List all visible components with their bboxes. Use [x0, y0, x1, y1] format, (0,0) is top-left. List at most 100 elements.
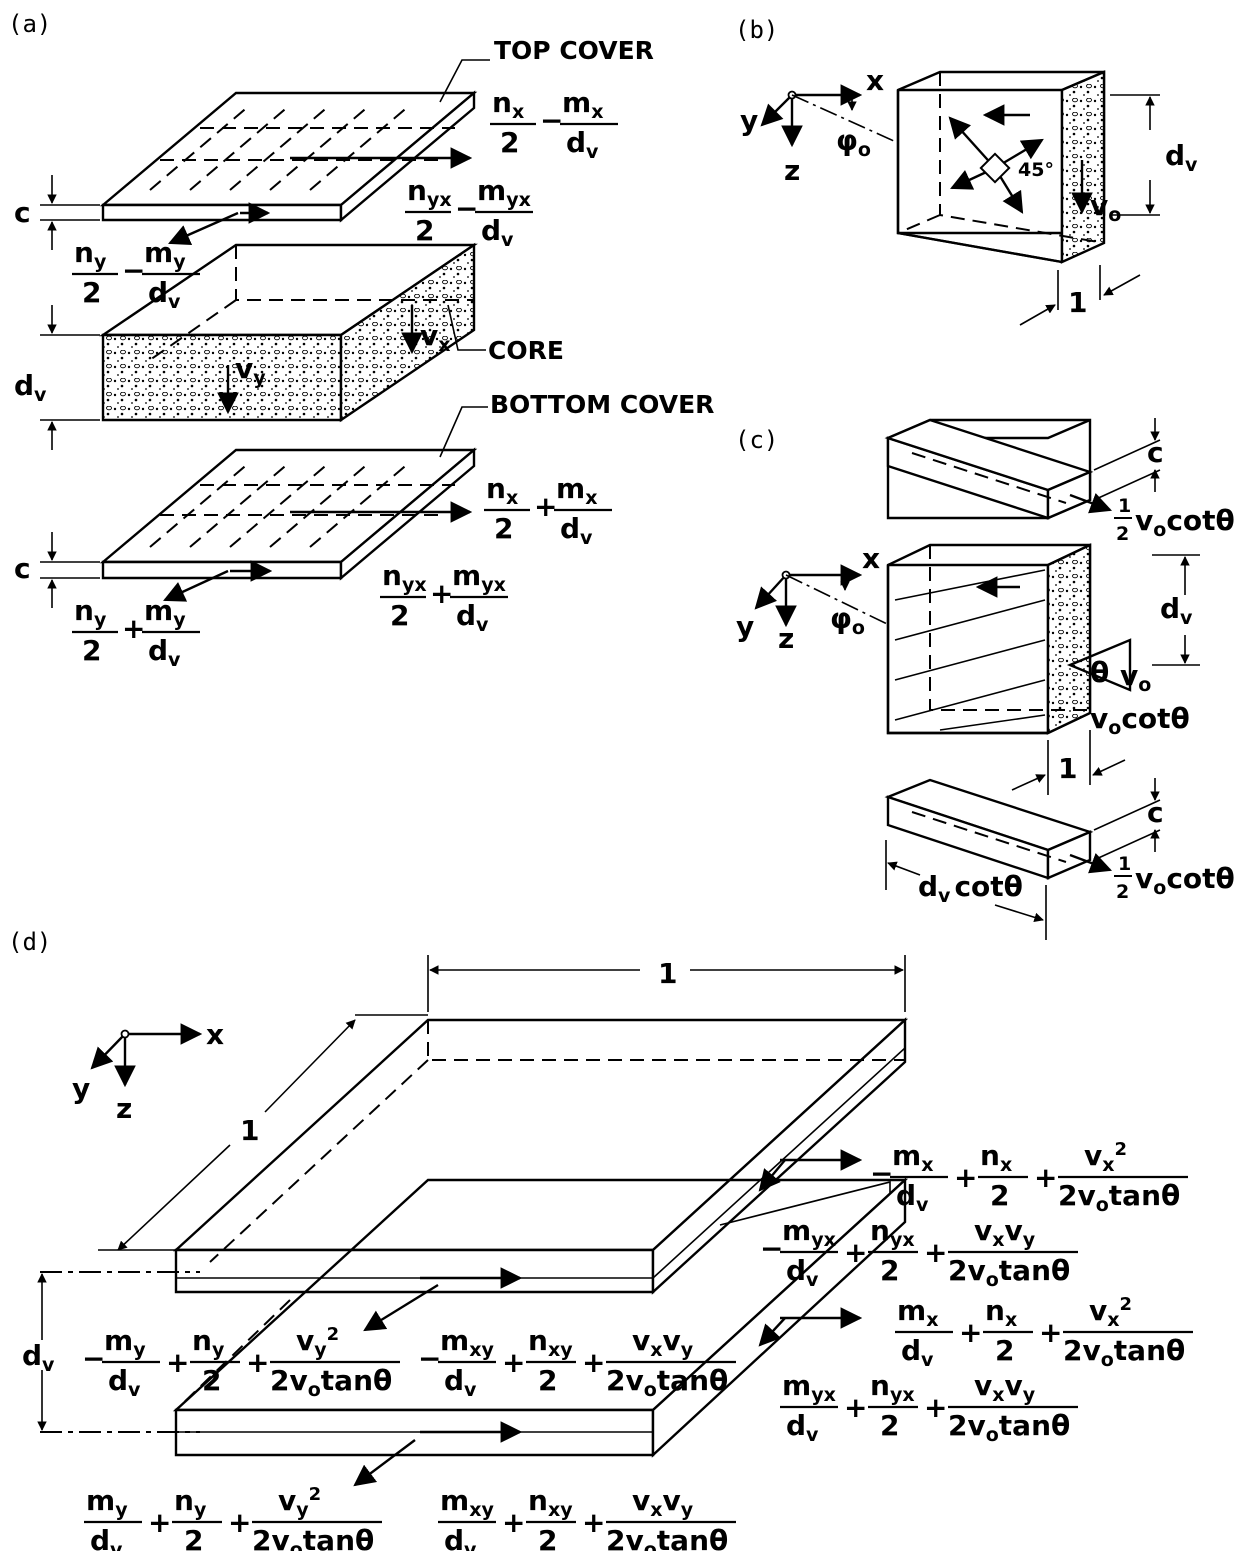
svg-text:vxvy: vxvy [974, 1214, 1036, 1251]
svg-text:+: + [582, 1346, 605, 1379]
axis-d-y: y [72, 1072, 90, 1105]
dim-d-dv: dv [22, 1339, 55, 1376]
svg-text:dv: dv [444, 1524, 477, 1551]
svg-text:nx: nx [492, 86, 524, 123]
svg-text:2votanθ: 2votanθ [252, 1524, 374, 1551]
svg-text:2: 2 [500, 126, 519, 159]
svg-text:2: 2 [880, 1409, 899, 1442]
svg-text:nx: nx [486, 472, 518, 509]
panel-c-bottom-cover [884, 778, 1161, 940]
axis-b-y: y [740, 104, 758, 137]
svg-text:+: + [582, 1506, 605, 1539]
label-c-phi: φo [830, 602, 865, 639]
eq-c-bot-force: 1 2 vocotθ [1114, 853, 1235, 903]
svg-text:dv: dv [90, 1524, 123, 1551]
eq-c-top-force: 1 2 vocotθ [1114, 495, 1235, 545]
svg-text:2: 2 [184, 1524, 203, 1551]
svg-text:2: 2 [1116, 881, 1129, 903]
panel-a-top-cover [99, 59, 490, 246]
svg-text:vocotθ: vocotθ [1135, 862, 1235, 899]
svg-text:2votanθ: 2votanθ [1063, 1334, 1185, 1371]
svg-text:dv: dv [456, 599, 489, 636]
svg-text:−: − [455, 192, 478, 225]
svg-text:2votanθ: 2votanθ [606, 1524, 728, 1551]
svg-text:ny: ny [74, 594, 107, 631]
panel-d-top-plate [172, 1017, 909, 1332]
svg-text:+: + [844, 1236, 867, 1269]
svg-text:dv: dv [786, 1409, 819, 1446]
svg-text:dv: dv [560, 512, 593, 549]
panel-d-axes [90, 1023, 203, 1088]
svg-text:+: + [959, 1316, 982, 1349]
svg-text:my: my [144, 594, 186, 631]
axis-d-z: z [116, 1092, 132, 1125]
label-c-vocot: vocotθ [1090, 702, 1190, 739]
svg-text:+: + [1034, 1161, 1057, 1194]
svg-text:−: − [540, 104, 563, 137]
svg-text:vy2: vy2 [296, 1324, 339, 1361]
panel-label-d: (d) [8, 928, 51, 956]
panel-a-core [99, 242, 486, 423]
panel-d-bottom-plate [172, 1177, 909, 1487]
svg-text:2votanθ: 2votanθ [948, 1409, 1070, 1446]
panel-label-c: (c) [735, 426, 778, 454]
svg-text:myx: myx [452, 559, 506, 596]
svg-text:+: + [246, 1346, 269, 1379]
axis-b-x: x [866, 64, 884, 97]
label-bottom-cover: BOTTOM COVER [490, 390, 714, 419]
panel-label-b: (b) [735, 16, 778, 44]
svg-text:dv: dv [481, 214, 514, 251]
svg-text:vx2: vx2 [1084, 1139, 1127, 1176]
dim-b-dv: dv [1165, 139, 1198, 176]
dim-d-one-width: 1 [658, 957, 677, 990]
svg-text:nyx: nyx [382, 559, 427, 596]
svg-text:1: 1 [1118, 853, 1131, 875]
svg-text:2: 2 [990, 1179, 1009, 1212]
svg-text:mxy: mxy [440, 1484, 494, 1521]
dim-c-bot-c: c [1147, 796, 1164, 829]
svg-text:2: 2 [995, 1334, 1014, 1367]
label-core: CORE [488, 336, 564, 365]
panel-d-dimensions [37, 955, 906, 1433]
svg-text:1: 1 [1118, 495, 1131, 517]
svg-text:−: − [418, 1342, 441, 1375]
panel-label-a: (a) [8, 10, 51, 38]
svg-text:+: + [534, 490, 557, 523]
svg-text:ny: ny [174, 1484, 207, 1521]
svg-text:mx: mx [556, 472, 597, 509]
svg-text:2: 2 [82, 276, 101, 309]
svg-text:myx: myx [782, 1369, 836, 1406]
svg-text:2: 2 [880, 1254, 899, 1287]
svg-text:−: − [122, 254, 145, 287]
axis-c-x: x [862, 542, 880, 575]
svg-text:2: 2 [82, 634, 101, 667]
svg-text:dv: dv [786, 1254, 819, 1291]
svg-text:2votanθ: 2votanθ [606, 1364, 728, 1401]
label-b-vo: vo [1090, 189, 1121, 226]
label-c-vo: vo [1120, 659, 1151, 696]
dim-dv-core: dv [14, 369, 47, 406]
label-b-phi: φo [836, 124, 871, 161]
svg-text:−: − [82, 1342, 105, 1375]
label-top-cover: TOP COVER [494, 36, 654, 65]
svg-text:mx: mx [892, 1139, 933, 1176]
svg-text:+: + [954, 1161, 977, 1194]
svg-text:myx: myx [782, 1214, 836, 1251]
axis-b-z: z [784, 154, 800, 187]
svg-text:vy2: vy2 [278, 1484, 321, 1521]
svg-text:nyx: nyx [407, 174, 452, 211]
svg-text:dv: dv [896, 1179, 929, 1216]
svg-text:2votanθ: 2votanθ [948, 1254, 1070, 1291]
svg-text:vxvy: vxvy [974, 1369, 1036, 1406]
svg-text:2: 2 [538, 1524, 557, 1551]
svg-text:+: + [430, 577, 453, 610]
svg-text:+: + [148, 1506, 171, 1539]
svg-text:nxy: nxy [528, 1324, 573, 1361]
